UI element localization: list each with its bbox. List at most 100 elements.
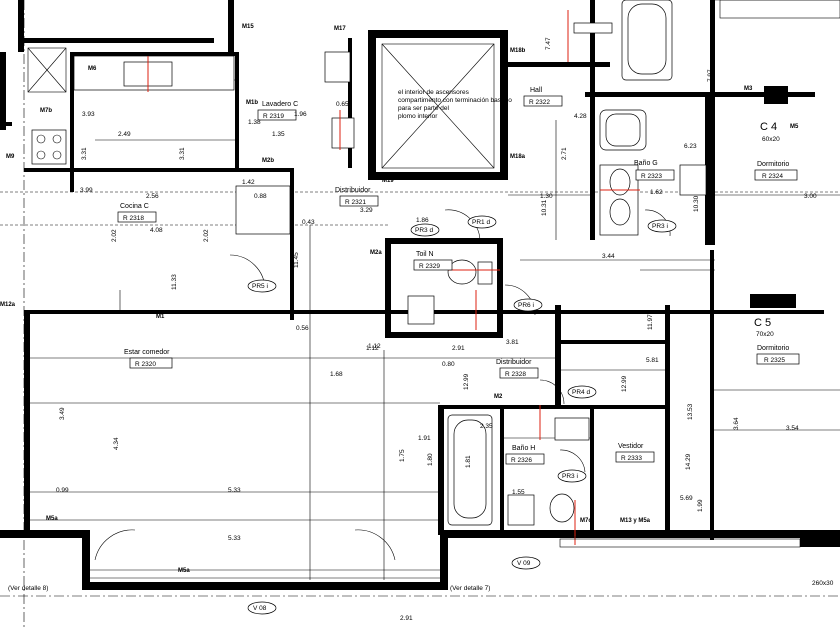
column-size-c5: 70x20 xyxy=(756,331,774,338)
room-name-vestidor: Vestidor xyxy=(618,443,644,450)
dimension-label: 2.91 xyxy=(400,615,413,622)
room-name-distribuidor-1: Distribuidor xyxy=(335,187,371,194)
dimension-label: 3.31 xyxy=(179,147,186,160)
element-mark: M2b xyxy=(262,158,274,164)
dimension-label: 3.31 xyxy=(81,147,88,160)
dimension-label: 1.35 xyxy=(272,131,285,138)
room-name-toil-n: Toil N xyxy=(416,251,434,258)
element-mark: M1 xyxy=(156,314,165,320)
dimension-label: 2.02 xyxy=(203,229,210,242)
element-mark: M2 xyxy=(494,394,503,400)
dimension-label: 1.12 xyxy=(368,343,381,350)
dimension-label: 5.33 xyxy=(228,535,241,542)
door-tag-0: PR3 d xyxy=(415,227,433,234)
dimension-label: 1.91 xyxy=(418,435,431,442)
dimension-label: 1.42 xyxy=(242,179,255,186)
element-mark: M12a xyxy=(0,302,16,308)
dimension-label: 6.23 xyxy=(684,143,697,150)
elevator-note-line-1: el interior de ascensores xyxy=(398,89,470,96)
dimension-label: 1.96 xyxy=(294,111,307,118)
column-marks: C 4 60x20 C 5 70x20 xyxy=(754,121,780,338)
dimension-label: 1.38 xyxy=(248,119,261,126)
window-tag-1: V 09 xyxy=(517,560,531,567)
room-code-dormitorio-1: R 2324 xyxy=(762,173,783,180)
dimension-label: 3.44 xyxy=(602,253,615,260)
dimension-label: 0.99 xyxy=(56,487,69,494)
dimension-label: 14.29 xyxy=(685,453,692,470)
dimension-label: 1.55 xyxy=(512,489,525,496)
element-mark: M7c xyxy=(580,518,592,524)
dimension-label: 5.69 xyxy=(680,495,693,502)
dimension-label: 4.28 xyxy=(574,113,587,120)
dimension-label: 2.91 xyxy=(452,345,465,352)
room-name-bano-h: Baño H xyxy=(512,445,535,452)
dimension-label: 1.81 xyxy=(465,455,472,468)
dimension-label: 2.71 xyxy=(561,147,568,160)
column-mark-c4: C 4 xyxy=(760,121,777,133)
dimension-label: 3.99 xyxy=(80,187,93,194)
window-tag-0: V 08 xyxy=(253,605,267,612)
room-name-bano-g: Baño G xyxy=(634,160,658,167)
column-mark-c5: C 5 xyxy=(754,317,771,329)
dimension-label: 1.62 xyxy=(650,189,663,196)
room-name-hall: Hall xyxy=(530,87,543,94)
element-mark: M13 y M5a xyxy=(620,518,651,524)
element-mark: M9 xyxy=(6,154,15,160)
element-mark: M6 xyxy=(88,66,97,72)
elevator-note-line-2: compartimento con terminación basado xyxy=(398,97,512,104)
dimension-label: 1.99 xyxy=(697,499,704,512)
dimension-label: 11.33 xyxy=(171,274,178,290)
element-mark: M5a xyxy=(46,516,58,522)
element-mark: M5 xyxy=(790,124,799,130)
dimension-label: 12.99 xyxy=(463,373,470,390)
room-code-distribuidor-2: R 2328 xyxy=(505,371,526,378)
elevator-note: el interior de ascensores compartimento … xyxy=(398,89,514,120)
dimension-label: 1.30 xyxy=(540,193,553,200)
dimension-label: 0.56 xyxy=(296,325,309,332)
dimension-label: 5.81 xyxy=(646,357,659,364)
window-tags: V 08 V 09 (Ver detalle 8) (Ver detalle 7… xyxy=(8,556,834,615)
room-name-distribuidor-2: Distribuidor xyxy=(496,359,532,366)
room-code-estar-comedor: R 2320 xyxy=(135,361,156,368)
dimension-label: 3.29 xyxy=(360,207,373,214)
dimension-label: 4.34 xyxy=(113,437,120,450)
element-mark: M3 xyxy=(744,86,753,92)
dimension-label: 11.97 xyxy=(647,314,654,330)
detail-note-1: (Ver detalle 7) xyxy=(450,585,490,592)
element-mark: M19 xyxy=(382,178,394,184)
dimension-label: 12.99 xyxy=(621,375,628,392)
room-name-dormitorio-1: Dormitorio xyxy=(757,161,789,168)
dimension-label: 3.00 xyxy=(804,193,817,200)
element-mark: M1b xyxy=(246,100,258,106)
door-tag-1: PR1 d xyxy=(472,219,490,226)
room-code-lavadero: R 2319 xyxy=(263,113,284,120)
corner-note: 260x30 xyxy=(812,580,834,587)
column-size-c4: 60x20 xyxy=(762,136,780,143)
dimension-label: 2.35 xyxy=(480,423,493,430)
dimension-label: 0.88 xyxy=(254,193,267,200)
dimension-label: 3.64 xyxy=(733,417,740,430)
door-tag-6: PR3 i xyxy=(562,473,578,480)
dimension-label: 1.12 xyxy=(366,345,379,352)
element-mark: M18a xyxy=(510,154,526,160)
door-tag-3: PR6 i xyxy=(518,302,534,309)
dimension-label: 0.65 xyxy=(336,101,349,108)
door-tag-2: PR5 i xyxy=(252,283,268,290)
room-name-dormitorio-2: Dormitorio xyxy=(757,345,789,352)
dimension-label: 10.31 xyxy=(541,199,548,216)
dimension-label: 13.53 xyxy=(687,403,694,420)
dimension-label: 7.97 xyxy=(707,69,714,82)
dimension-label: 1.80 xyxy=(427,453,434,466)
dimension-label: 10.30 xyxy=(693,195,700,212)
dimension-label: 11.45 xyxy=(293,252,300,268)
dimension-label: 2.56 xyxy=(146,193,159,200)
door-tag-4: PR3 i xyxy=(652,223,668,230)
room-code-distribuidor-1: R 2321 xyxy=(345,199,366,206)
dimension-label: 3.49 xyxy=(59,407,66,420)
room-code-bano-h: R 2326 xyxy=(511,457,532,464)
dimension-label: 3.93 xyxy=(82,111,95,118)
